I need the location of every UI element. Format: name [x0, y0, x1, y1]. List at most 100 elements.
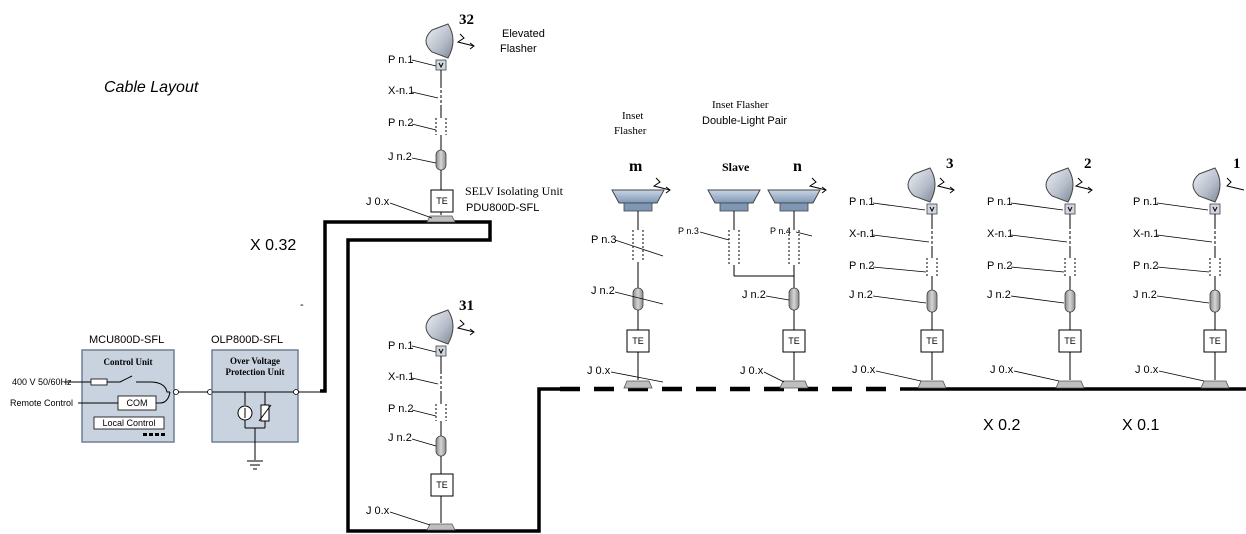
flash-icon [808, 177, 827, 191]
te-label: TE [436, 480, 448, 490]
elevated-flasher-32: 32 TE P n.1 X-n.1 P n.2 J n.2 J 0.x [366, 12, 475, 223]
segment-x02: X 0.2 [983, 417, 1020, 434]
label-jn2: J n.2 [1133, 289, 1157, 301]
plug-icon [926, 258, 938, 276]
junction-icon [788, 287, 800, 311]
inset-m-letter: m [629, 158, 643, 175]
te-box [430, 189, 454, 213]
label-pn2: P n.2 [1133, 260, 1159, 272]
junction-icon [1209, 289, 1221, 313]
label-pn2: P n.2 [987, 260, 1013, 272]
plug-icon [435, 404, 447, 421]
junction-icon [435, 435, 447, 457]
flasher-3-number: 3 [946, 156, 954, 172]
label-pn3: P n.3 [678, 226, 699, 236]
inset-pair-heading-line1: Inset Flasher [712, 99, 769, 111]
splice-icon [1055, 380, 1085, 389]
local-control-label: Local Control [102, 418, 155, 428]
label-jn2: J n.2 [388, 432, 412, 444]
elevated-flasher-31: 31 TE P n.1 X-n.1 P n.2 J n.2 J 0.x [366, 298, 475, 531]
elevated-light-icon [425, 309, 454, 345]
surge-protector-icon [237, 391, 272, 460]
label-jn2: J n.2 [987, 289, 1011, 301]
flash-icon [456, 319, 475, 333]
elevated-flasher-3: 3 TE P n.1 X-n.1 P n.2 J n.2 J 0.x [849, 156, 955, 389]
junction-icon [926, 289, 938, 313]
label-j0x: J 0.x [366, 505, 390, 517]
label-j0x: J 0.x [366, 196, 390, 208]
label-j0x: J 0.x [852, 364, 876, 376]
local-control-box [93, 416, 165, 430]
page-title: Cable Layout [104, 79, 199, 96]
inset-flasher-m: m TE P n.3 J n.2 J 0.x [587, 158, 671, 389]
plug-icon [728, 230, 740, 265]
slave-label: Slave [722, 160, 750, 174]
flash-icon [456, 33, 475, 47]
main-cable [320, 220, 1246, 533]
elevated-light-icon [425, 23, 454, 59]
segment-dash: - [300, 299, 304, 311]
olp-title-line2: Protection Unit [225, 367, 284, 377]
label-pn1: P n.1 [987, 196, 1013, 208]
label-pn4: P n.4 [770, 226, 791, 236]
elevated-flasher-1: 1 TE P n.1 X-n.1 P n.2 J n.2 J 0.x [1133, 156, 1245, 389]
label-jn2: J n.2 [388, 151, 412, 163]
label-pn1: P n.1 [849, 196, 875, 208]
inset-flasher-heading-line1: Inset [622, 110, 643, 122]
label-xn1: X-n.1 [987, 228, 1013, 240]
flasher-2-number: 2 [1084, 156, 1092, 172]
splice-icon [1200, 380, 1230, 389]
inset-light-icon [707, 189, 761, 204]
switch-icon [119, 375, 133, 383]
com-label: COM [127, 398, 148, 408]
olp-unit-box [211, 349, 299, 443]
junction-icon [435, 149, 447, 171]
flash-icon [1074, 177, 1093, 191]
plug-icon [435, 118, 447, 135]
label-pn2: P n.2 [849, 260, 875, 272]
mcu-label: MCU800D-SFL [89, 334, 164, 346]
label-xn1: X-n.1 [388, 85, 414, 97]
plug-icon [632, 230, 644, 262]
flasher-31-number: 31 [459, 298, 474, 314]
label-pn2: P n.2 [388, 403, 414, 415]
plug-icon [788, 230, 800, 265]
inset-n-letter: n [793, 158, 802, 175]
supply-label: 400 V 50/60Hz [12, 377, 72, 387]
label-jn2: J n.2 [849, 289, 873, 301]
segment-x01: X 0.1 [1122, 417, 1159, 434]
label-j0x: J 0.x [990, 364, 1014, 376]
te-box [430, 473, 454, 497]
olp-title-line1: Over Voltage [230, 356, 280, 366]
junction-icon [1064, 289, 1076, 313]
plug-icon [1209, 258, 1221, 276]
label-jn2: J n.2 [742, 289, 766, 301]
te-label: TE [1064, 336, 1076, 346]
olp-unit: OLP800D-SFL Over Voltage Protection Unit [211, 334, 320, 470]
inset-light-icon [767, 189, 821, 204]
elevated-light-icon [1045, 167, 1074, 203]
flash-icon [1226, 177, 1245, 191]
te-label: TE [926, 336, 938, 346]
flasher-32-number: 32 [459, 12, 474, 28]
flasher-1-number: 1 [1233, 156, 1241, 172]
inset-double-light-pair: Slave n TE P n.3 P n.4 J n.2 J 0.x [678, 158, 827, 389]
te-label: TE [1209, 336, 1221, 346]
elevated-flasher-heading-line2: Flasher [500, 43, 537, 55]
control-unit: MCU800D-SFL Control Unit COM Local Contr… [10, 334, 213, 443]
remote-control-label: Remote Control [10, 398, 73, 408]
label-j0x: J 0.x [1135, 364, 1159, 376]
flash-icon [936, 177, 955, 191]
elevated-light-icon [1192, 167, 1221, 203]
selv-heading-line1: SELV Isolating Unit [465, 184, 564, 198]
segment-x032: X 0.32 [250, 237, 296, 254]
label-pn1: P n.1 [388, 340, 414, 352]
te-label: TE [436, 196, 448, 206]
label-pn1: P n.1 [388, 54, 414, 66]
te-label: TE [788, 336, 800, 346]
flash-icon [652, 177, 671, 191]
inset-flasher-heading-line2: Flasher [614, 125, 647, 137]
label-j0x: J 0.x [740, 365, 764, 377]
elevated-flasher-2: 2 TE P n.1 X-n.1 P n.2 J n.2 J 0.x [987, 156, 1093, 389]
